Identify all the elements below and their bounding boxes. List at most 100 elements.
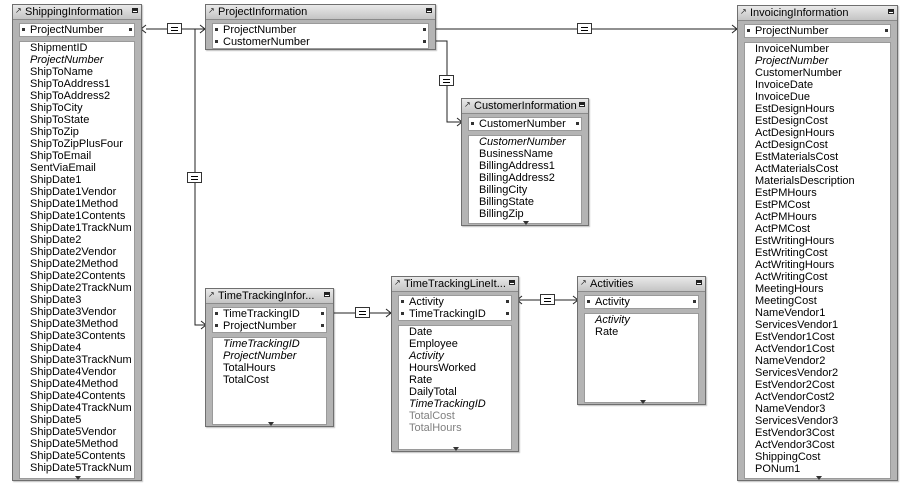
field-ship-date3[interactable]: ShipDate3 <box>30 294 82 306</box>
scroll-down-icon[interactable] <box>75 476 81 480</box>
field-est-vendor2-cost[interactable]: EstVendor2Cost <box>755 379 835 391</box>
field-ship-to-address2[interactable]: ShipToAddress2 <box>30 90 111 102</box>
field-hours-worked[interactable]: HoursWorked <box>409 362 477 374</box>
collapse-table-icon[interactable] <box>132 8 138 13</box>
relationship-equals-icon[interactable] <box>439 75 454 86</box>
field-business-name[interactable]: BusinessName <box>479 148 553 160</box>
field-ship-to-city[interactable]: ShipToCity <box>30 102 83 114</box>
field-ship-date4-method[interactable]: ShipDate4Method <box>30 378 119 390</box>
field-services-vendor1[interactable]: ServicesVendor1 <box>755 319 839 331</box>
field-project-number[interactable]: ProjectNumber <box>223 350 297 362</box>
field-act-pmcost[interactable]: ActPMCost <box>755 223 811 235</box>
field-ship-date4[interactable]: ShipDate4 <box>30 342 82 354</box>
field-ship-date5-contents[interactable]: ShipDate5Contents <box>30 450 126 462</box>
collapse-table-icon[interactable] <box>579 102 585 107</box>
field-act-vendor3-cost[interactable]: ActVendor3Cost <box>755 439 835 451</box>
field-est-materials-cost[interactable]: EstMaterialsCost <box>755 151 839 163</box>
field-customer-number[interactable]: CustomerNumber <box>755 67 842 79</box>
field-total-hours[interactable]: TotalHours <box>223 362 276 374</box>
field-invoice-date[interactable]: InvoiceDate <box>755 79 814 91</box>
key-field-project-number[interactable]: ProjectNumber <box>745 25 890 37</box>
field-shipment-id[interactable]: ShipmentID <box>30 42 88 54</box>
relationship-equals-icon[interactable] <box>540 294 555 305</box>
field-invoice-number[interactable]: InvoiceNumber <box>755 43 829 55</box>
field-act-design-hours[interactable]: ActDesignHours <box>755 127 835 139</box>
collapse-table-icon[interactable] <box>324 292 330 297</box>
scroll-down-icon[interactable] <box>523 221 529 225</box>
key-field-project-number[interactable]: ProjectNumber <box>213 320 326 332</box>
field-sent-via-email[interactable]: SentViaEmail <box>30 162 96 174</box>
relationship-equals-icon[interactable] <box>167 23 182 34</box>
go-to-layout-icon[interactable]: ↗ <box>464 100 471 109</box>
field-daily-total[interactable]: DailyTotal <box>409 386 457 398</box>
collapse-table-icon[interactable] <box>888 9 894 14</box>
field-activity[interactable]: Activity <box>595 314 630 326</box>
table-header[interactable]: ↗ShippingInformation <box>13 5 141 20</box>
field-ship-date1[interactable]: ShipDate1 <box>30 174 82 186</box>
field-name-vendor2[interactable]: NameVendor2 <box>755 355 826 367</box>
field-act-writing-cost[interactable]: ActWritingCost <box>755 271 828 283</box>
field-ship-date4-track-num[interactable]: ShipDate4TrackNum <box>30 402 132 414</box>
key-field-customer-number[interactable]: CustomerNumber <box>469 118 581 130</box>
scroll-down-icon[interactable] <box>267 422 274 426</box>
field-est-pmcost[interactable]: EstPMCost <box>755 199 811 211</box>
field-ship-to-name[interactable]: ShipToName <box>30 66 93 78</box>
field-billing-state[interactable]: BillingState <box>479 196 535 208</box>
key-field-project-number[interactable]: ProjectNumber <box>213 24 428 36</box>
field-name-vendor1[interactable]: NameVendor1 <box>755 307 826 319</box>
field-ship-to-zip[interactable]: ShipToZip <box>30 126 79 138</box>
field-services-vendor2[interactable]: ServicesVendor2 <box>755 367 839 379</box>
field-ponum1[interactable]: PONum1 <box>755 463 801 475</box>
table-header[interactable]: ↗CustomerInformation <box>462 99 588 114</box>
field-rate[interactable]: Rate <box>595 326 619 338</box>
field-ship-date2-contents[interactable]: ShipDate2Contents <box>30 270 126 282</box>
field-ship-date3-track-num[interactable]: ShipDate3TrackNum <box>30 354 132 366</box>
field-time-tracking-id[interactable]: TimeTrackingID <box>409 398 486 410</box>
field-name-vendor3[interactable]: NameVendor3 <box>755 403 826 415</box>
scroll-down-icon[interactable] <box>815 476 822 480</box>
field-act-design-cost[interactable]: ActDesignCost <box>755 139 828 151</box>
field-activity[interactable]: Activity <box>409 350 444 362</box>
field-meeting-cost[interactable]: MeetingCost <box>755 295 817 307</box>
go-to-layout-icon[interactable]: ↗ <box>15 6 22 15</box>
field-total-hours[interactable]: TotalHours <box>409 422 462 434</box>
go-to-layout-icon[interactable]: ↗ <box>208 290 215 299</box>
field-ship-date2-vendor[interactable]: ShipDate2Vendor <box>30 246 117 258</box>
field-ship-date5[interactable]: ShipDate5 <box>30 414 82 426</box>
field-shipping-cost[interactable]: ShippingCost <box>755 451 821 463</box>
field-ship-date1-track-num[interactable]: ShipDate1TrackNum <box>30 222 132 234</box>
table-header[interactable]: ↗InvoicingInformation <box>738 6 897 21</box>
relationship-equals-icon[interactable] <box>355 307 370 318</box>
field-total-cost[interactable]: TotalCost <box>223 374 269 386</box>
field-ship-date5-vendor[interactable]: ShipDate5Vendor <box>30 426 117 438</box>
field-est-pmhours[interactable]: EstPMHours <box>755 187 817 199</box>
field-ship-date2-method[interactable]: ShipDate2Method <box>30 258 119 270</box>
field-employee[interactable]: Employee <box>409 338 458 350</box>
go-to-layout-icon[interactable]: ↗ <box>394 278 401 287</box>
field-ship-date4-vendor[interactable]: ShipDate4Vendor <box>30 366 117 378</box>
key-field-project-number[interactable]: ProjectNumber <box>20 24 134 36</box>
collapse-table-icon[interactable] <box>509 280 515 285</box>
field-act-vendor1-cost[interactable]: ActVendor1Cost <box>755 343 835 355</box>
field-est-writing-hours[interactable]: EstWritingHours <box>755 235 835 247</box>
table-header[interactable]: ↗ProjectInformation <box>206 5 435 20</box>
field-est-writing-cost[interactable]: EstWritingCost <box>755 247 828 259</box>
field-billing-address2[interactable]: BillingAddress2 <box>479 172 555 184</box>
key-field-customer-number[interactable]: CustomerNumber <box>213 36 428 48</box>
table-header[interactable]: ↗Activities <box>578 277 705 292</box>
field-ship-to-zip-plus-four[interactable]: ShipToZipPlusFour <box>30 138 123 150</box>
scroll-down-icon[interactable] <box>639 400 646 404</box>
key-field-time-tracking-id[interactable]: TimeTrackingID <box>399 308 511 320</box>
field-billing-address1[interactable]: BillingAddress1 <box>479 160 555 172</box>
go-to-layout-icon[interactable]: ↗ <box>740 7 747 16</box>
